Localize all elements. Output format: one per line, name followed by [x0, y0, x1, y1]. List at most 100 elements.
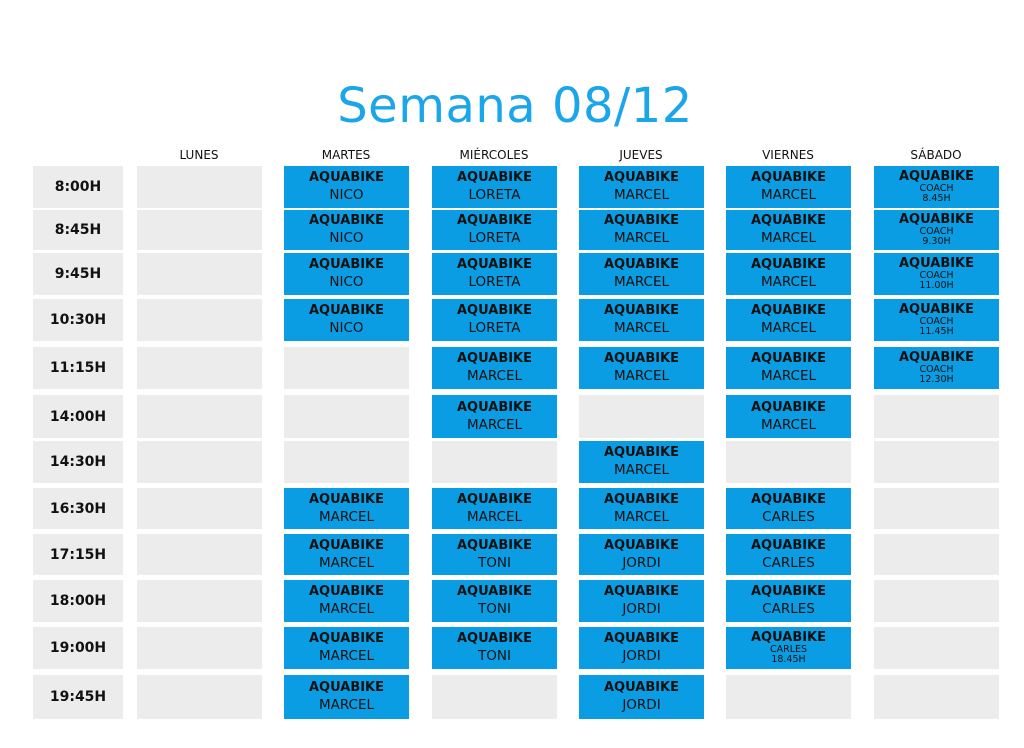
class-name: AQUABIKE — [898, 302, 975, 317]
empty-slot — [137, 299, 262, 341]
empty-slot — [137, 441, 262, 483]
time-slot: 19:00H — [33, 627, 123, 669]
coach-name: MARCEL — [760, 368, 817, 384]
class-name: AQUABIKE — [750, 170, 827, 185]
empty-slot — [726, 441, 851, 483]
coach-name: JORDI — [622, 697, 661, 713]
empty-slot — [874, 395, 999, 438]
class-name: AQUABIKE — [603, 351, 680, 366]
empty-slot — [874, 534, 999, 575]
class-name: AQUABIKE — [456, 303, 533, 318]
coach-name: NICO — [329, 187, 364, 203]
class-name: AQUABIKE — [308, 584, 385, 599]
coach-name: NICO — [329, 230, 364, 246]
class-slot: AQUABIKE MARCEL — [579, 166, 704, 208]
time-slot: 10:30H — [33, 299, 123, 341]
class-name: AQUABIKE — [898, 256, 975, 271]
time-slot: 18:00H — [33, 580, 123, 622]
coach-name: CARLES — [762, 554, 815, 571]
empty-slot — [874, 441, 999, 483]
class-time-note: 18.45H — [771, 654, 806, 665]
class-time-note: 12.30H — [919, 374, 954, 385]
day-header-1: MARTES — [321, 148, 371, 162]
empty-slot — [137, 347, 262, 389]
class-name: AQUABIKE — [308, 213, 385, 228]
class-name: AQUABIKE — [750, 303, 827, 318]
coach-name: MARCEL — [613, 368, 670, 384]
day-header-0: LUNES — [179, 148, 219, 162]
coach-name: COACH — [919, 364, 954, 375]
time-slot: 14:00H — [33, 395, 123, 438]
coach-name: MARCEL — [760, 274, 817, 290]
empty-slot — [874, 580, 999, 622]
coach-name: COACH — [919, 316, 954, 327]
empty-slot — [874, 627, 999, 669]
coach-name: JORDI — [622, 648, 661, 664]
coach-name: MARCEL — [318, 697, 375, 713]
coach-name: LORETA — [468, 320, 521, 336]
coach-name: MARCEL — [760, 416, 817, 433]
coach-name: MARCEL — [318, 554, 375, 571]
class-name: AQUABIKE — [456, 170, 533, 185]
class-name: AQUABIKE — [750, 630, 827, 645]
class-name: AQUABIKE — [456, 631, 533, 646]
class-name: AQUABIKE — [750, 351, 827, 366]
empty-slot — [284, 395, 409, 438]
class-name: AQUABIKE — [308, 170, 385, 185]
coach-name: COACH — [919, 226, 954, 237]
coach-name: MARCEL — [760, 230, 817, 246]
coach-name: CARLES — [762, 508, 815, 525]
empty-slot — [137, 627, 262, 669]
class-name: AQUABIKE — [308, 680, 385, 695]
class-slot: AQUABIKE NICO — [284, 166, 409, 208]
empty-slot — [137, 395, 262, 438]
empty-slot — [137, 488, 262, 529]
empty-slot — [874, 488, 999, 529]
coach-name: MARCEL — [318, 508, 375, 525]
class-name: AQUABIKE — [603, 584, 680, 599]
empty-slot — [432, 441, 557, 483]
class-name: AQUABIKE — [603, 631, 680, 646]
class-time-note: 11.00H — [919, 280, 954, 291]
empty-slot — [137, 534, 262, 575]
class-name: AQUABIKE — [308, 491, 385, 507]
coach-name: JORDI — [622, 554, 661, 571]
class-name: AQUABIKE — [603, 491, 680, 507]
coach-name: MARCEL — [760, 187, 817, 203]
coach-name: MARCEL — [318, 601, 375, 617]
class-slot: AQUABIKE MARCEL — [726, 347, 851, 389]
empty-slot — [432, 675, 557, 719]
time-slot: 16:30H — [33, 488, 123, 529]
coach-name: MARCEL — [613, 230, 670, 246]
coach-name: NICO — [329, 274, 364, 290]
class-name: AQUABIKE — [603, 445, 680, 460]
empty-slot — [579, 395, 704, 438]
class-name: AQUABIKE — [898, 169, 975, 184]
coach-name: MARCEL — [613, 274, 670, 290]
class-time-note: 11.45H — [919, 326, 954, 337]
time-slot: 9:45H — [33, 253, 123, 295]
class-name: AQUABIKE — [308, 631, 385, 646]
coach-name: MARCEL — [466, 416, 523, 433]
coach-name: MARCEL — [613, 187, 670, 203]
empty-slot — [137, 210, 262, 250]
class-name: AQUABIKE — [603, 170, 680, 185]
time-slot: 8:00H — [33, 166, 123, 208]
